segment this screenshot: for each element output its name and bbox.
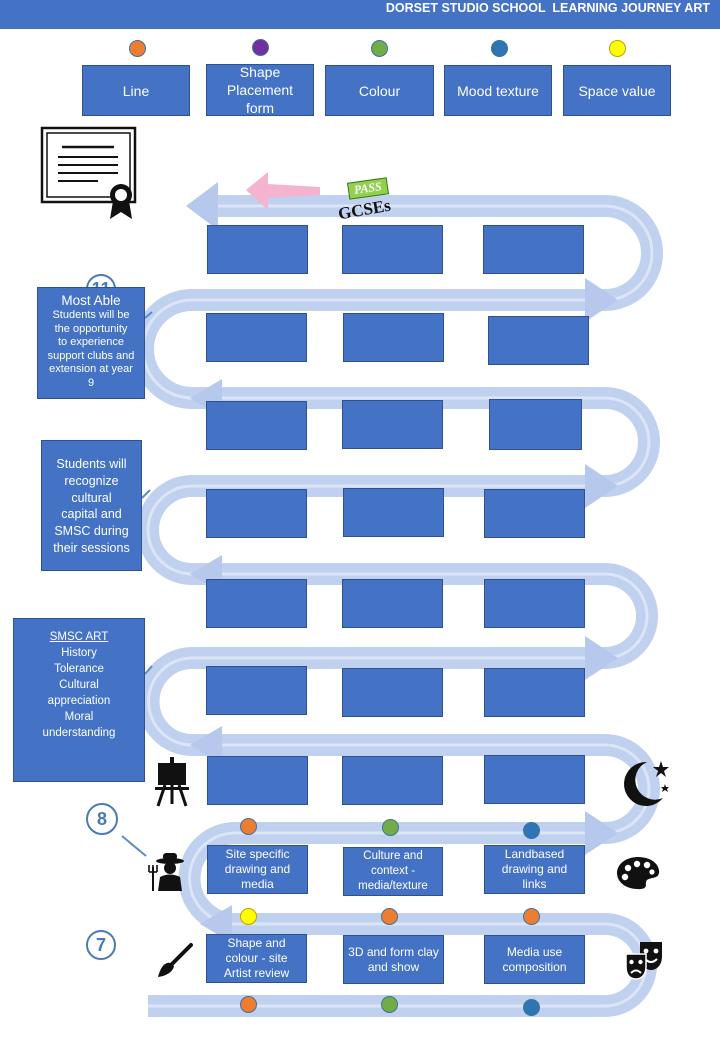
page-title: DORSET STUDIO SCHOOL LEARNING JOURNEY AR…: [385, 1, 710, 15]
most-able-line: Students will be: [52, 309, 130, 321]
journey-box-shape-colour: Shape and colour - site Artist review: [206, 934, 307, 983]
smsc-line: History: [61, 647, 97, 659]
journey-box-r3-3: [489, 399, 582, 450]
palette-icon: [617, 857, 660, 890]
path-dot-colour: [381, 996, 398, 1013]
cultural-line: their sessions: [53, 540, 130, 555]
smsc-line: understanding: [42, 727, 116, 739]
key-colour: Colour: [325, 65, 434, 116]
journey-box-r6-2: [342, 668, 443, 717]
most-able-line: 9: [87, 376, 95, 389]
journey-box-r4-3: [484, 489, 585, 538]
cultural-line: Students will: [56, 457, 127, 471]
journey-box-r2-3: [488, 316, 589, 365]
key-shape-placement-form: Shape Placement form: [206, 64, 314, 116]
journey-box-r6-1: [206, 666, 307, 715]
cultural-capital-box: Students will recognize cultural capital…: [41, 440, 142, 571]
most-able-line: to experience: [57, 336, 125, 348]
journey-box-r7-3: [484, 755, 585, 804]
journey-box-media-use: Media use composition: [484, 935, 585, 984]
path-dot-line: [240, 818, 257, 835]
key-space-value: Space value: [563, 65, 671, 116]
journey-box-landbased: Landbased drawing and links: [484, 845, 585, 894]
key-dot-colour: [371, 40, 388, 57]
key-line: Line: [82, 65, 190, 116]
most-able-line: support clubs and: [47, 349, 135, 362]
paintbrush-icon: [158, 943, 193, 977]
journey-box-site-specific: Site specific drawing and media: [207, 845, 308, 894]
most-able-line: extension at year: [49, 363, 133, 375]
journey-box-r2-2: [343, 313, 444, 362]
journey-box-r7-1: [207, 756, 308, 805]
journey-box-r6-3: [484, 668, 585, 717]
smsc-line: appreciation: [47, 695, 111, 707]
cultural-line: recognize: [64, 473, 119, 488]
cultural-line: capital and: [61, 507, 122, 522]
path-dot-colour: [382, 819, 399, 836]
moon-icon: [624, 761, 669, 806]
path-dot-mood: [523, 822, 540, 839]
gcses-label: GCSEs: [336, 195, 393, 224]
journey-box-r5-3: [484, 579, 585, 628]
theatre-masks-icon: [625, 942, 662, 980]
journey-box-r3-2: [342, 400, 443, 449]
journey-box-r4-1: [206, 489, 307, 538]
farmer-icon: [148, 853, 184, 891]
journey-box-r1-2: [342, 225, 443, 274]
smsc-art-box: SMSC ART History Tolerance Cultural appr…: [13, 618, 145, 782]
key-dot-mood: [491, 40, 508, 57]
path-dot-space: [240, 908, 257, 925]
easel-icon: [155, 757, 189, 807]
gcse-pass-badge: PASS GCSEs: [336, 177, 402, 224]
journey-box-r1-1: [207, 225, 308, 274]
journey-box-r1-3: [483, 225, 584, 274]
path-dot-line: [381, 908, 398, 925]
key-dot-space: [609, 40, 626, 57]
path-dot-mood: [523, 999, 540, 1016]
smsc-line: Tolerance: [54, 663, 104, 675]
milestone-seven: 7: [86, 930, 116, 960]
journey-box-r7-2: [342, 756, 443, 805]
smsc-title: SMSC ART: [49, 631, 109, 643]
most-able-box: Most Able Students will be the opportuni…: [37, 287, 145, 399]
milestone-eight: 8: [86, 803, 118, 835]
key-mood-texture: Mood texture: [444, 65, 552, 116]
cultural-line: SMSC during: [54, 524, 129, 539]
path-dot-line: [523, 908, 540, 925]
certificate-icon: [40, 126, 137, 219]
key-dot-shape: [252, 39, 269, 56]
journey-box-r5-1: [206, 579, 307, 628]
smsc-line: Cultural: [59, 679, 99, 691]
cultural-line: cultural: [71, 490, 112, 505]
journey-box-r5-2: [342, 579, 443, 628]
most-able-title: Most Able: [61, 293, 121, 308]
smsc-line: Moral: [64, 711, 94, 723]
journey-box-r4-2: [343, 488, 444, 537]
most-able-line: the opportunity: [54, 322, 128, 335]
path-dot-line: [240, 996, 257, 1013]
journey-box-culture-context: Culture and context - media/texture: [343, 847, 443, 896]
journey-box-3d-form: 3D and form clay and show: [343, 935, 444, 984]
header-bar: DORSET STUDIO SCHOOL LEARNING JOURNEY AR…: [0, 0, 720, 29]
journey-box-r2-1: [206, 313, 307, 362]
key-dot-line: [129, 40, 146, 57]
journey-box-r3-1: [206, 401, 307, 450]
